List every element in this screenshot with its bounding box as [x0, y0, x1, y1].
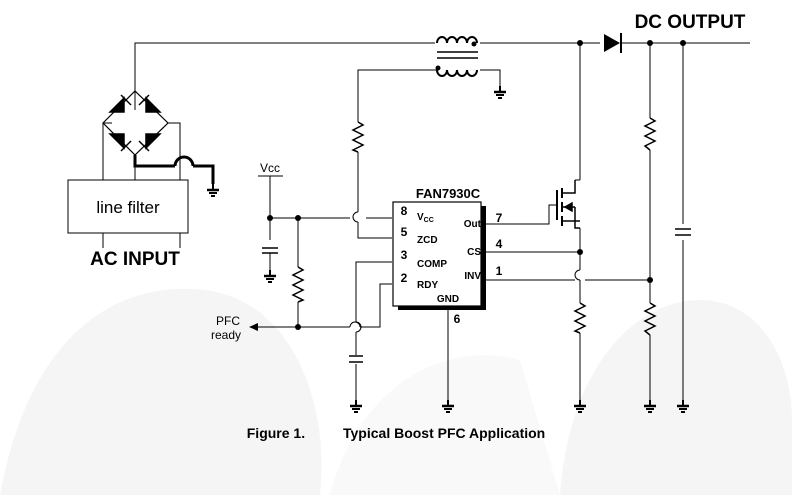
pin-gnd-label: GND: [437, 294, 459, 305]
pin-7-number: 7: [496, 211, 503, 225]
line-filter-box: [67, 179, 189, 234]
output-diode: [604, 33, 622, 53]
pin-6-number: 6: [454, 312, 461, 326]
wires: [102, 42, 750, 400]
bridge-ground-wire: [133, 155, 215, 184]
pin-zcd-label: ZCD: [417, 235, 438, 246]
figure-number: Figure 1.: [246, 425, 306, 441]
pin-4-number: 4: [496, 237, 503, 251]
pfc-ready-arrow: [249, 323, 258, 331]
pin-2-number: 2: [401, 271, 408, 285]
pin-3-number: 3: [401, 248, 408, 262]
fan7930c-chip: FAN7930C VCC ZCD COMP RDY GND Out CS INV…: [392, 186, 503, 326]
pin-rdy-label: RDY: [417, 280, 438, 291]
resistors: [291, 117, 657, 336]
junction-dots: [267, 40, 686, 330]
pin-1-number: 1: [496, 264, 503, 278]
dc-output-label: DC OUTPUT: [635, 12, 746, 33]
pfc-ready-label-line1: PFC: [216, 314, 240, 328]
pin-out-label: Out: [464, 219, 482, 230]
output-capacitor: [675, 228, 691, 236]
vcc-capacitor: [262, 247, 278, 270]
chip-name: FAN7930C: [416, 186, 481, 201]
pin-8-number: 8: [401, 204, 408, 218]
pin-vcc-label: VCC: [417, 212, 434, 224]
mosfet: [556, 180, 580, 229]
vcc-label: Vcc: [260, 161, 280, 175]
ac-input-label: AC INPUT: [90, 249, 180, 270]
bridge-rectifier: [102, 90, 169, 156]
pin-cs-label: CS: [467, 247, 481, 258]
pfc-ready-label-line2: ready: [211, 328, 241, 342]
pin-5-number: 5: [401, 225, 408, 239]
pin-inv-label: INV: [464, 271, 481, 282]
figure-caption: Figure 1. Typical Boost PFC Application: [0, 425, 792, 441]
figure-title: Typical Boost PFC Application: [343, 425, 546, 441]
line-filter-label: line filter: [96, 198, 160, 217]
comp-capacitor: [349, 355, 363, 363]
boost-inductor: [436, 36, 478, 77]
pin-comp-label: COMP: [417, 259, 447, 270]
background-watermark: [0, 288, 792, 495]
